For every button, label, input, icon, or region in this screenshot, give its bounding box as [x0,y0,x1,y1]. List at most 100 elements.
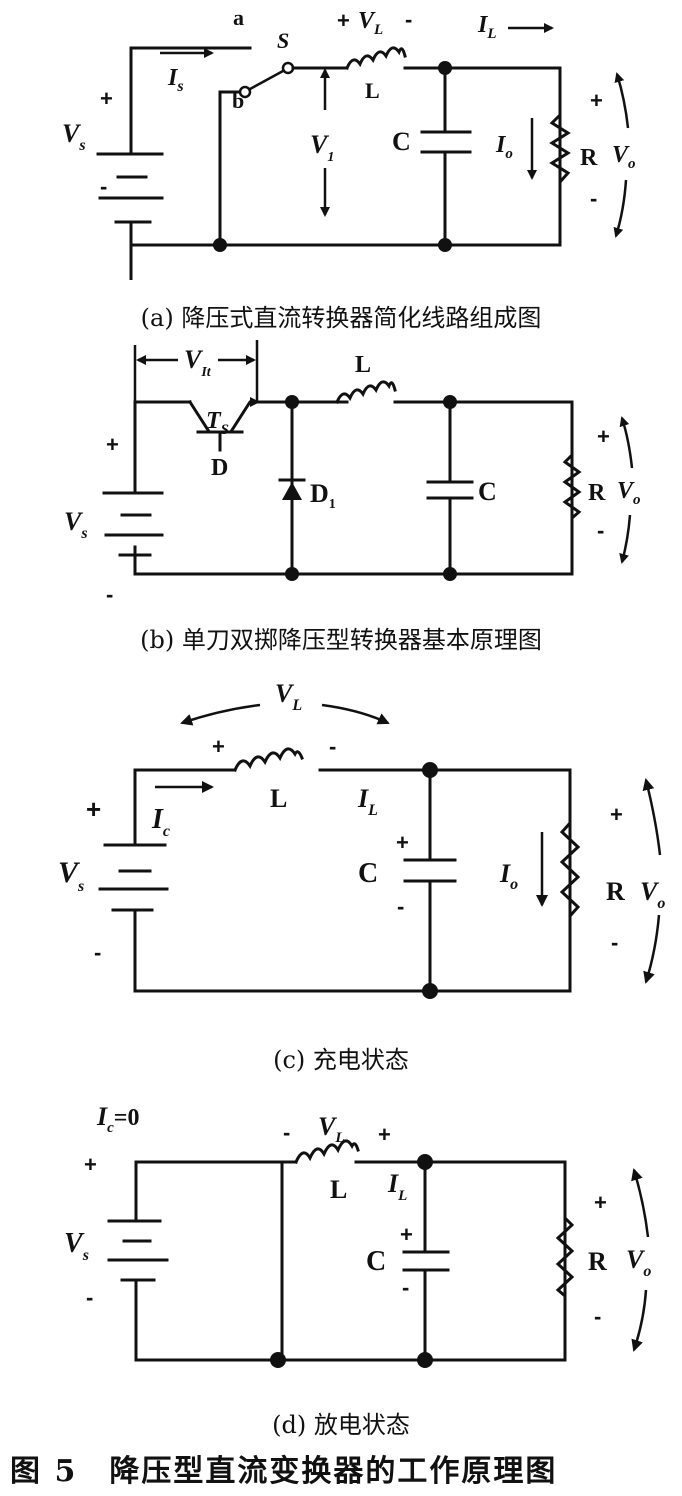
label-inductor: L [330,1175,347,1204]
wire [133,768,237,847]
circuit-b: VIt TS D + - Vs D1 L C R Vo + - [64,340,641,607]
label-resistor: R [606,877,625,906]
label-switch-pos-a: a [233,5,244,30]
label-output-plus: + [590,88,603,113]
label-output-minus: - [597,518,604,543]
label-source-voltage: Vs [64,1228,89,1264]
junction-node [270,1352,286,1368]
label-output-minus: - [590,186,597,211]
label-switch-voltage: VIt [184,345,212,380]
label-charge-current: Ic=0 [96,1102,139,1136]
capacitor-icon [426,480,474,500]
wire [133,400,192,495]
label-transistor: TS [206,408,229,438]
circuit-d: Ic=0 + - Vs - VL + L IL + - C R Vo + - [64,1102,651,1368]
label-capacitor: C [366,1246,386,1277]
output-voltage-arrow-up [642,778,662,856]
inductor-voltage-arrow-right [321,703,390,725]
label-inductor-current: IL [357,784,378,819]
label-node-voltage: V1 [310,130,334,165]
label-source-plus: + [86,794,101,824]
label-output-minus: - [611,930,618,955]
wire [134,1160,567,1362]
wire [218,90,240,247]
label-cap-minus: - [397,894,404,919]
battery-icon [96,152,164,224]
output-voltage-arrow-up [631,1168,650,1238]
resistor-icon [562,400,582,576]
label-inductor-plus: + [212,734,225,759]
label-inductor-current: IL [477,12,497,42]
label-source-voltage: Vs [62,119,86,154]
label-switch: S [277,28,289,53]
battery-icon [98,843,169,912]
output-voltage-arrow-down [619,514,632,564]
label-output-voltage: Vo [626,1245,651,1280]
capacitor-icon [420,130,472,154]
label-output-voltage: Vo [640,877,665,912]
label-resistor: R [588,480,606,506]
label-output-current: Io [499,859,518,893]
label-source-plus: + [100,86,113,111]
caption-c: (c) 充电状态 [273,1046,409,1074]
label-source-minus: - [94,940,101,965]
label-source-current: Is [167,65,184,95]
label-diode: D1 [310,479,336,512]
label-inductor-minus: - [405,7,412,32]
caption-d: (d) 放电状态 [272,1411,410,1439]
label-inductor-minus: - [329,734,336,759]
capacitor-icon [402,1250,450,1272]
label-inductor-voltage: VL [318,1112,345,1146]
label-output-plus: + [597,424,610,449]
junction-node [285,395,299,409]
junction-node [422,983,438,999]
inductor-voltage-arrow-left [180,703,261,726]
inductor-icon [335,380,397,404]
junction-node [417,1352,433,1368]
resistor-icon [555,1160,575,1362]
battery-icon [102,491,164,557]
battery-icon [107,1219,169,1282]
transistor-icon [187,397,260,452]
circuit-c: VL + - L IL Ic + - Vs + - C Io R Vo + - [58,679,665,999]
label-inductor: L [355,352,371,378]
label-cap-plus: + [400,1222,413,1247]
label-source-plus: + [84,1152,97,1177]
junction-node [443,567,457,581]
output-voltage-arrow-up [614,72,630,129]
junction-node [417,1154,433,1170]
label-inductor-minus: - [283,1120,290,1145]
label-source-minus: - [106,582,113,607]
junction-node [213,238,227,252]
label-capacitor: C [392,127,411,156]
label-inductor-plus: + [378,1122,391,1147]
label-switch-pos-b: b [232,88,244,113]
inductor-icon [294,1139,360,1164]
figure-title: 图 5 降压型直流变换器的工作原理图 [10,1454,558,1489]
label-source-voltage: Vs [64,507,88,542]
inductor-icon [233,747,304,772]
label-charge-current: Ic [151,804,170,840]
junction-node [438,61,452,75]
label-output-minus: - [594,1304,601,1329]
label-resistor: R [580,145,598,171]
label-cap-minus: - [402,1275,409,1300]
label-inductor: L [365,78,380,103]
label-cap-plus: + [396,830,409,855]
label-output-current: Io [495,132,513,162]
output-voltage-arrow-up [619,416,634,469]
wire [134,1160,298,1223]
label-inductor-plus: + [337,8,350,33]
label-output-plus: + [594,1190,607,1215]
label-output-voltage: Vo [612,142,636,172]
label-source-minus: - [86,1285,93,1310]
label-capacitor: C [478,477,497,506]
junction-node [422,762,438,778]
resistor-icon [559,768,581,993]
label-drive: D [211,455,228,481]
circuit-a: a b S Is + - Vs + VL - L IL V1 C Io R Vo… [62,5,636,280]
junction-node [285,567,299,581]
label-source-minus: - [100,174,107,199]
diode-icon [278,478,306,500]
resistor-icon [549,66,571,247]
